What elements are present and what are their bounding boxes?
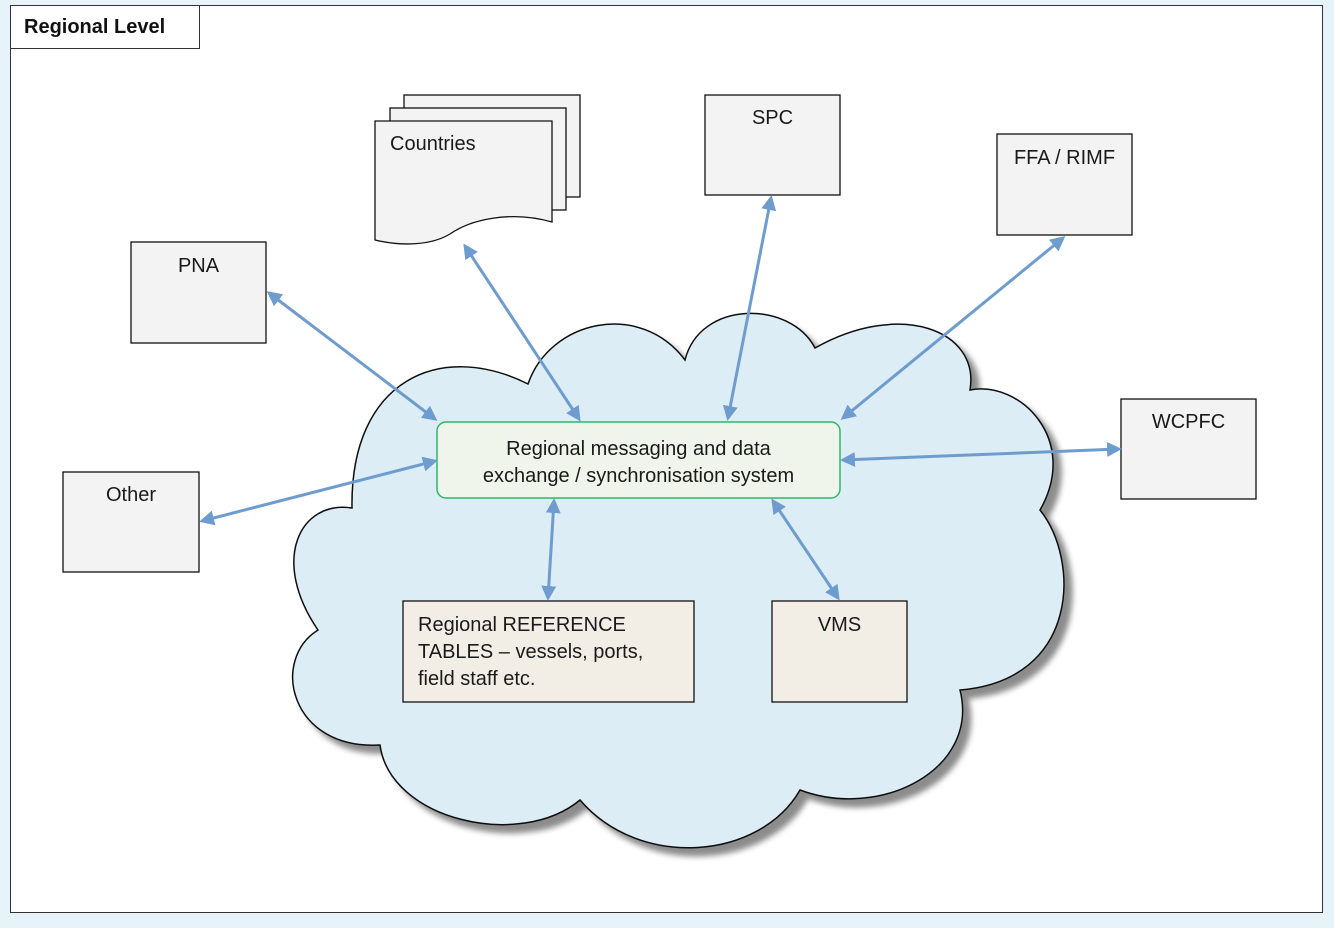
wcpfc-label: WCPFC (1151, 411, 1226, 433)
other-box (62, 471, 200, 573)
reference-line-1: Regional REFERENCE (418, 614, 626, 636)
arrow-vms-hub (771, 498, 840, 601)
hub-label: Regional messaging and data exchange / s… (437, 436, 840, 490)
level-title: Regional Level (10, 5, 200, 49)
spc-label: SPC (751, 107, 794, 129)
ffa-label: FFA / RIMF (1013, 147, 1116, 169)
vms-box (771, 600, 908, 703)
reference-line-3: field staff etc. (418, 668, 536, 690)
reference-tables-box (402, 600, 695, 703)
spc-box (704, 94, 841, 196)
arrow-pna-hub (266, 291, 438, 421)
countries-label: Countries (390, 133, 476, 155)
other-label: Other (105, 484, 157, 506)
wcpfc-box (1120, 398, 1257, 500)
pna-label: PNA (177, 255, 220, 277)
hub-label-line-1: Regional messaging and data (506, 438, 771, 460)
arrow-ffa-hub (840, 236, 1066, 420)
arrow-other-hub (199, 456, 438, 526)
hub-label-line-2: exchange / synchronisation system (482, 465, 795, 487)
ffa-box (996, 133, 1133, 236)
reference-tables-label: Regional REFERENCE TABLES – vessels, por… (418, 612, 643, 693)
arrow-spc-hub (722, 195, 777, 421)
countries-document-stack (374, 94, 581, 245)
arrow-wcpfc-hub (840, 441, 1122, 468)
reference-line-2: TABLES – vessels, ports, (418, 641, 644, 663)
arrow-countries-hub (463, 243, 581, 422)
cloud-shape (292, 312, 1065, 849)
arrow-reference-hub (541, 498, 561, 601)
vms-label: VMS (817, 614, 862, 636)
pna-box (130, 241, 267, 344)
